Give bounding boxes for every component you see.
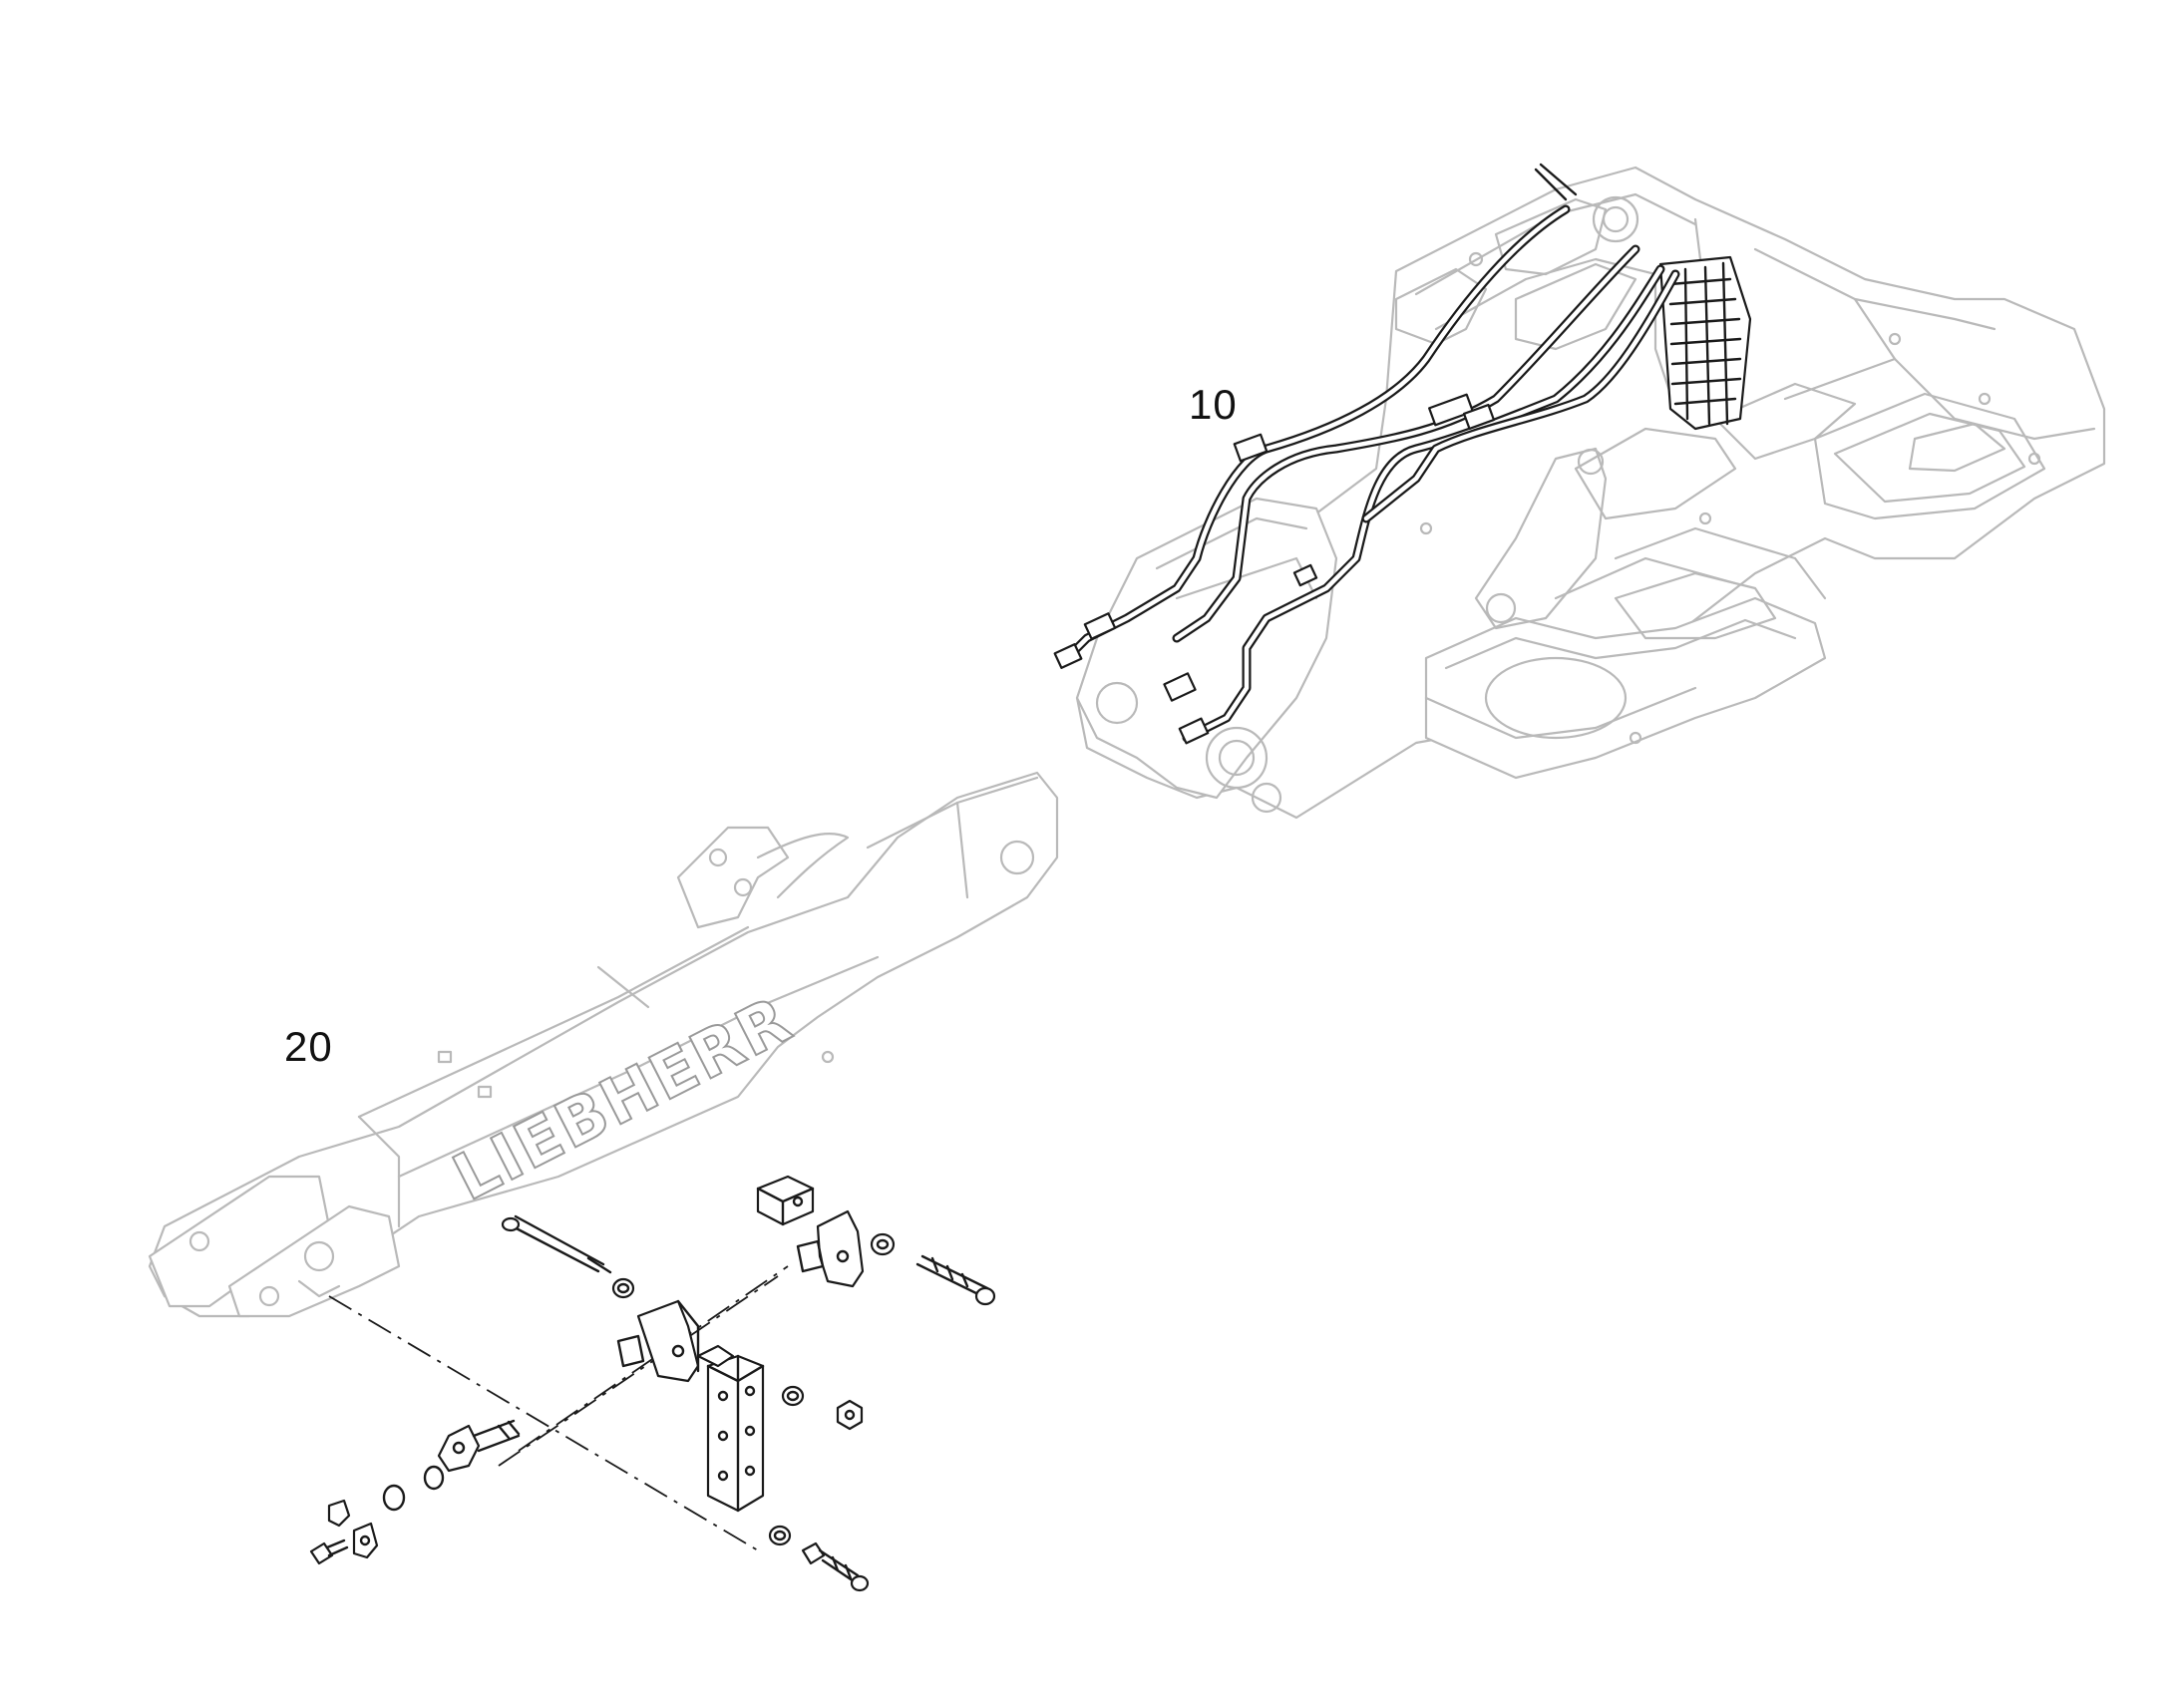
bolt-long xyxy=(501,1214,612,1274)
callout-item-20: 20 xyxy=(284,1023,333,1070)
bolt-right xyxy=(915,1254,996,1306)
hex-nut xyxy=(836,1399,864,1431)
mounting-hardware xyxy=(309,1175,996,1592)
bolt-lower xyxy=(801,1541,870,1592)
callout-item-10: 10 xyxy=(1189,381,1238,428)
lock-plate xyxy=(327,1499,379,1559)
hydraulic-hose-set xyxy=(1053,163,1680,745)
mounting-plate xyxy=(696,1344,765,1513)
spacer-block xyxy=(756,1175,815,1226)
washer xyxy=(611,1277,635,1299)
lock-screw xyxy=(309,1538,349,1565)
clamp-bracket-right xyxy=(796,1209,865,1288)
o-ring xyxy=(382,1484,406,1512)
control-valve-block xyxy=(1658,255,1752,431)
pivot-pin xyxy=(437,1419,521,1473)
uppercarriage-frame xyxy=(1075,166,2106,820)
clamp-bracket-left xyxy=(616,1299,700,1383)
stick-arm xyxy=(148,771,1059,1318)
